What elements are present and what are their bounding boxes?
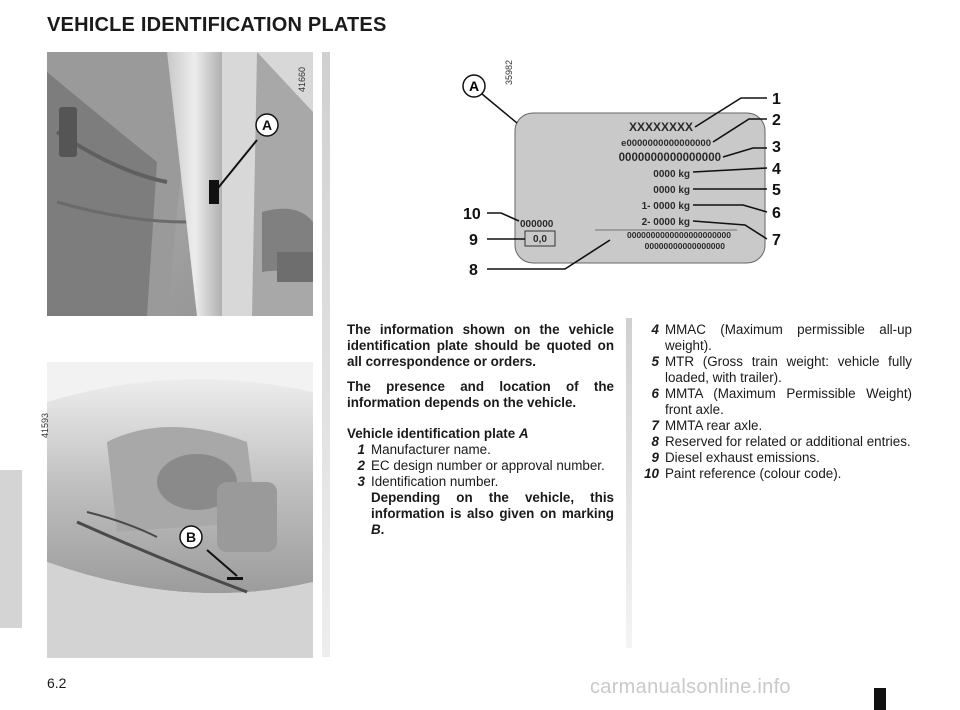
figure-code-bottom: 41593 [40, 412, 50, 438]
plate-heading-ref: A [518, 426, 529, 441]
plate-extra-line-2: 00000000000000000 [645, 241, 726, 251]
callout-4: 4 [772, 161, 781, 178]
callout-6: 6 [772, 205, 781, 222]
watermark: carmanualsonline.info [590, 676, 791, 698]
callout-5: 5 [772, 182, 781, 199]
callout-7: 7 [772, 232, 781, 249]
plate-manufacturer-name: XXXXXXXX [629, 120, 693, 134]
callout-1: 1 [772, 91, 781, 108]
callout-10: 10 [463, 206, 481, 223]
page-marker [874, 688, 886, 710]
plate-emission-box: 0,0 [533, 234, 547, 245]
page-title: VEHICLE IDENTIFICATION PLATES [47, 14, 387, 36]
callout-9: 9 [469, 232, 478, 249]
marker-b-label: B [186, 529, 196, 545]
list-item-note: Depending on the vehicle, this informati… [371, 490, 614, 537]
callout-3: 3 [772, 139, 781, 156]
windscreen-photo: B [47, 362, 313, 658]
page-number: 6.2 [47, 675, 67, 691]
plate-mtr: 0000 kg [653, 185, 690, 196]
plate-rear-axle: 2- 0000 kg [642, 217, 690, 228]
column-divider [626, 318, 632, 648]
section-tab [0, 470, 22, 628]
door-pillar-photo: A [47, 52, 313, 316]
plate-paint-code: 000000 [520, 219, 554, 230]
plate-heading: Vehicle identification plate A [347, 426, 529, 441]
plate-identification-number: 0000000000000000 [619, 152, 721, 164]
plate-marker-circle [462, 74, 486, 98]
identification-plate-diagram: 35982 A XXXXXXXX e0000000000000000 00000… [462, 60, 781, 279]
column-divider [322, 52, 330, 657]
figure-code-top: 41660 [297, 66, 307, 92]
plate-approval-number: e0000000000000000 [621, 138, 711, 149]
text-column-left: The information shown on the vehicle ide… [347, 322, 614, 538]
plate-extra-line-1: 0000000000000000000000 [627, 230, 731, 240]
plate-front-axle: 1- 0000 kg [642, 201, 690, 212]
intro-paragraph: The information shown on the vehicle ide… [347, 322, 614, 369]
plate-outline [514, 112, 766, 264]
marker-a-label: A [262, 117, 272, 133]
note-ref: B [371, 522, 381, 537]
callout-8: 8 [469, 262, 478, 279]
plate-figure-code: 35982 [504, 60, 514, 85]
presence-paragraph: The presence and location of the informa… [347, 379, 614, 410]
plate-mmac: 0000 kg [653, 169, 690, 180]
callout-2: 2 [772, 112, 781, 129]
plate-marker-a: A [469, 78, 479, 94]
